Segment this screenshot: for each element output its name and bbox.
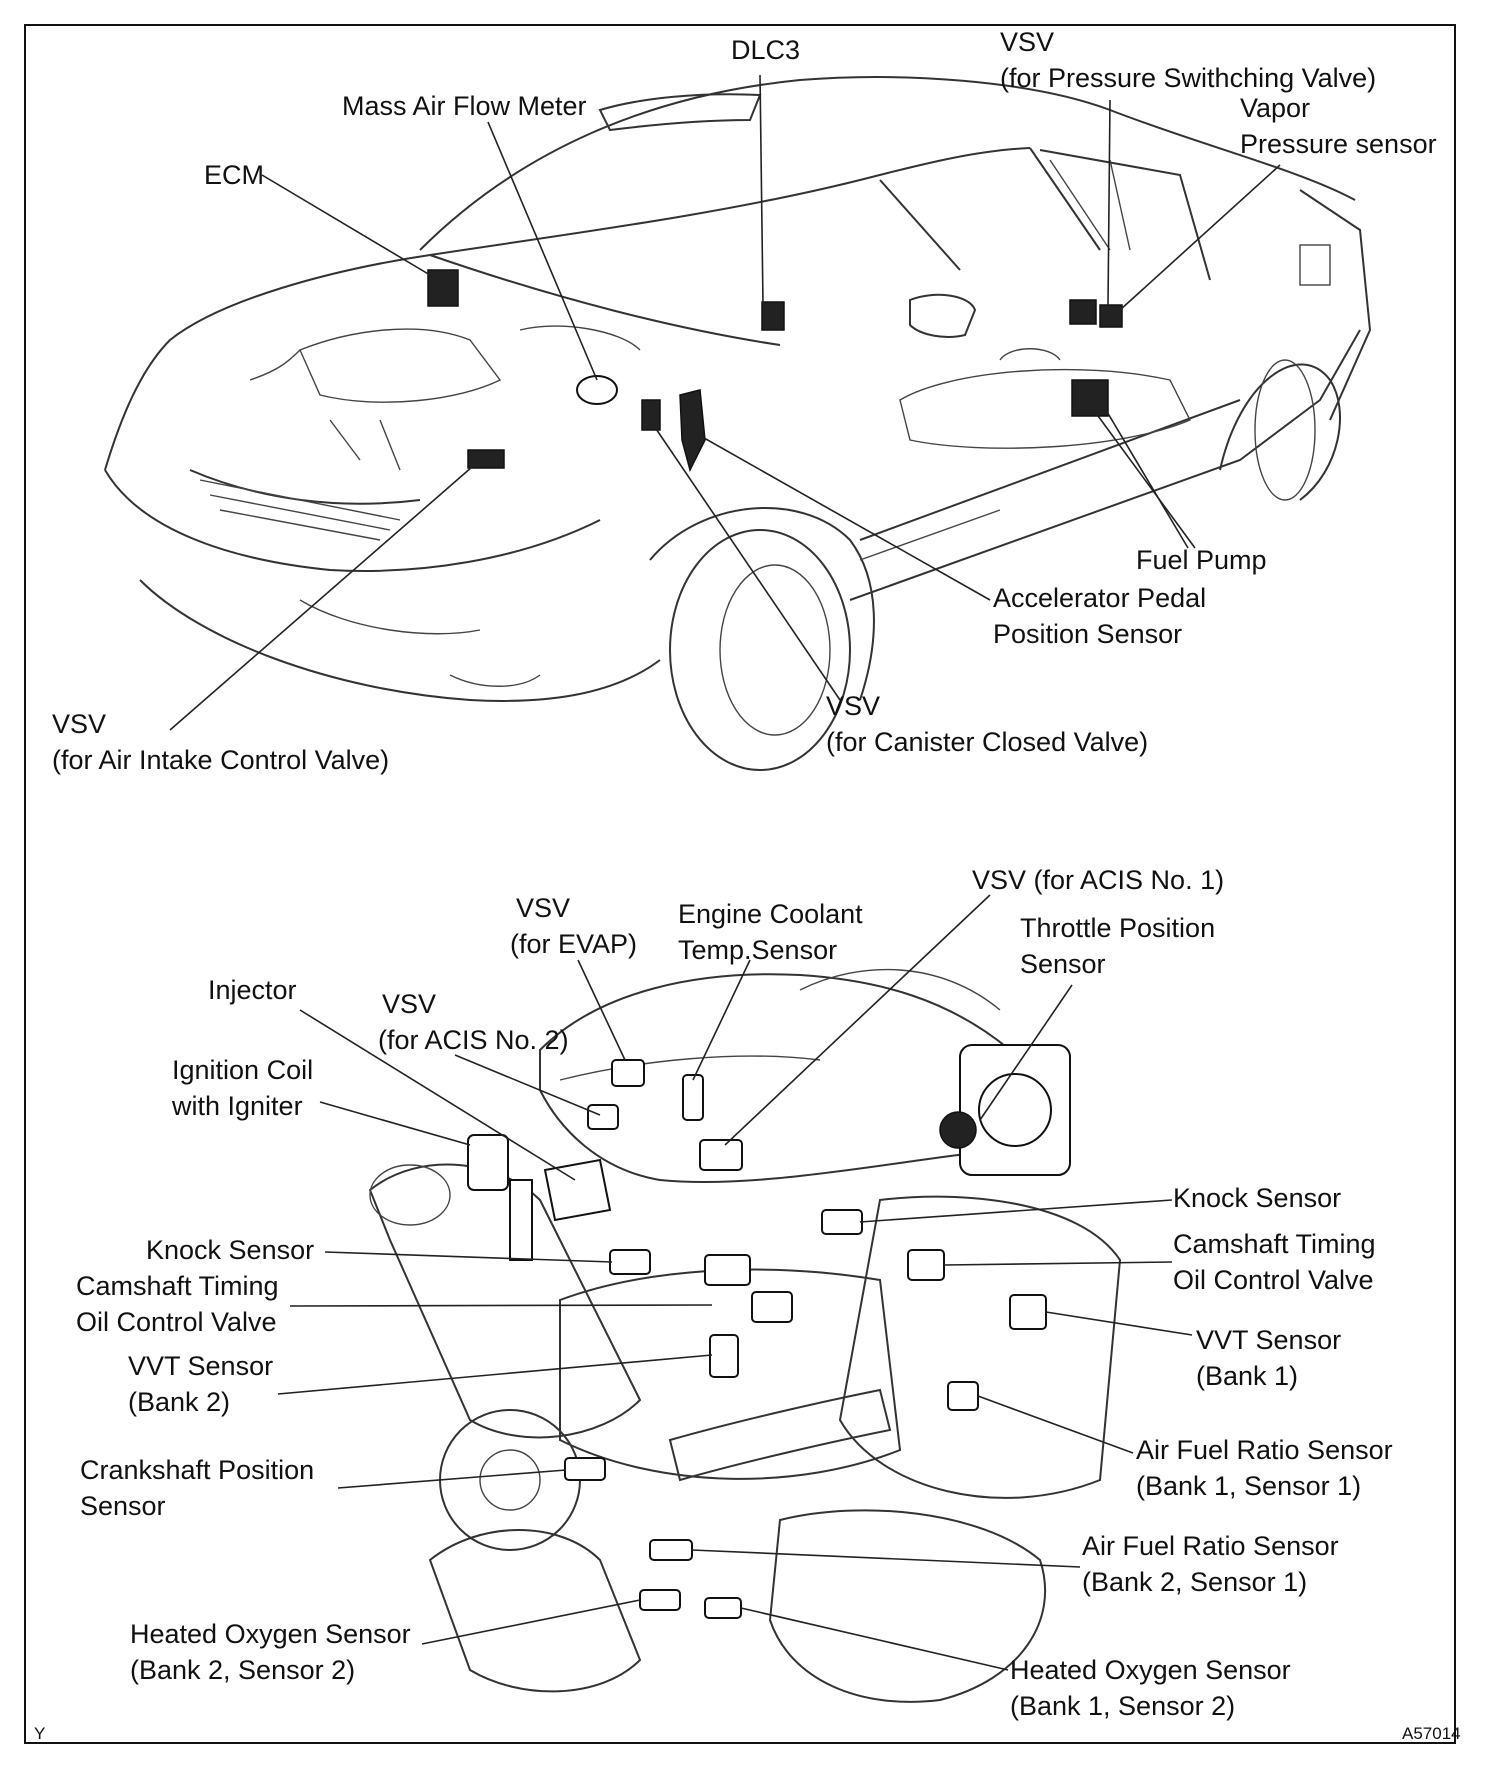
vapor-pressure-sensor-icon xyxy=(1099,304,1123,328)
diagram-frame xyxy=(24,24,1456,1744)
label-heated-oxygen-sensor-bank2-sensor2: Heated Oxygen Sensor(Bank 2, Sensor 2) xyxy=(130,1619,411,1685)
label-heated-oxygen-sensor-bank1-sensor2: Heated Oxygen Sensor(Bank 1, Sensor 2) xyxy=(1010,1655,1291,1721)
label-ecm: ECM xyxy=(204,160,264,190)
fuel-pump-icon xyxy=(1071,379,1109,417)
ho2-sensor-bank2-icon xyxy=(639,1589,681,1611)
engine-drawing xyxy=(368,968,1122,1703)
label-af-sensor-bank1-sensor1: Air Fuel Ratio Sensor(Bank 1, Sensor 1) xyxy=(1136,1435,1393,1501)
ignition-coil-icon xyxy=(467,1134,509,1191)
knock-sensor-bank2-icon xyxy=(609,1249,651,1275)
label-vsv-air-intake-control-valve: VSV(for Air Intake Control Valve) xyxy=(52,709,390,775)
figure-code: A57014 xyxy=(1402,1724,1461,1743)
ignition-coil-boot-icon xyxy=(509,1179,533,1261)
vsv-canister-closed-icon xyxy=(641,399,661,431)
accelerator-pedal-sensor-icon xyxy=(679,389,706,473)
throttle-body-icon xyxy=(978,1073,1052,1147)
label-knock-sensor-bank2: Knock Sensor xyxy=(146,1235,315,1265)
label-knock-sensor-bank1: Knock Sensor xyxy=(1173,1183,1342,1213)
label-injector: Injector xyxy=(208,975,297,1005)
ocv-bank2b-icon xyxy=(751,1291,793,1323)
car-leader-lines xyxy=(169,74,1281,731)
dlc3-icon xyxy=(761,301,785,331)
maf-meter-icon xyxy=(576,375,618,405)
label-af-sensor-bank2-sensor1: Air Fuel Ratio Sensor(Bank 2, Sensor 1) xyxy=(1082,1531,1339,1597)
label-fuel-pump: Fuel Pump xyxy=(1136,545,1267,575)
vsv-pressure-switching-icon xyxy=(1069,299,1097,325)
car-drawing xyxy=(104,76,1372,771)
label-vsv-evap: VSV(for EVAP) xyxy=(510,893,638,959)
label-vvt-sensor-bank2: VVT Sensor(Bank 2) xyxy=(128,1351,274,1417)
vsv-acis1-icon xyxy=(699,1139,743,1171)
label-vvt-sensor-bank1: VVT Sensor(Bank 1) xyxy=(1196,1325,1342,1391)
label-dlc3: DLC3 xyxy=(731,35,801,65)
injector-icon xyxy=(543,1158,612,1222)
vsv-acis2-icon xyxy=(587,1104,619,1130)
ecm-icon xyxy=(427,269,459,307)
vvt-sensor-bank2-icon xyxy=(709,1334,739,1378)
vvt-sensor-bank1-icon xyxy=(1009,1294,1047,1330)
af-sensor-bank1-icon xyxy=(947,1381,979,1411)
ocv-bank2-icon xyxy=(907,1249,945,1281)
label-vsv-acis-no1: VSV (for ACIS No. 1) xyxy=(972,865,1225,895)
af-sensor-bank2-icon xyxy=(649,1539,693,1561)
vsv-evap-icon xyxy=(611,1059,645,1087)
label-vsv-pressure-switching-valve: VSV(for Pressure Swithching Valve) xyxy=(1000,27,1377,93)
corner-mark-y: Y xyxy=(34,1724,46,1743)
crankshaft-position-sensor-icon xyxy=(564,1457,606,1481)
ect-sensor-icon xyxy=(682,1074,704,1121)
ho2-sensor-bank1-icon xyxy=(704,1597,742,1619)
ocv-bank1-icon xyxy=(704,1254,751,1286)
label-vsv-acis-no2: VSV(for ACIS No. 2) xyxy=(378,989,569,1055)
label-vsv-canister-closed-valve: VSV(for Canister Closed Valve) xyxy=(826,691,1149,757)
engine-leader-lines xyxy=(277,894,1193,1671)
label-mass-air-flow-meter: Mass Air Flow Meter xyxy=(342,91,587,121)
knock-sensor-bank1-icon xyxy=(821,1209,863,1235)
